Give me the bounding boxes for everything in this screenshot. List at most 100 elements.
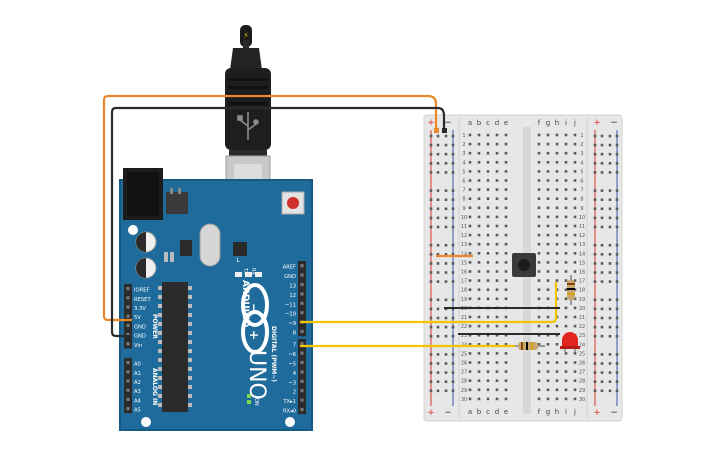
- breadboard-hole[interactable]: [504, 170, 508, 173]
- breadboard-hole[interactable]: [486, 133, 490, 137]
- rail-hole[interactable]: [444, 134, 448, 138]
- breadboard-hole[interactable]: [537, 215, 541, 219]
- rail-hole[interactable]: [600, 334, 604, 338]
- rail-hole[interactable]: [608, 271, 612, 274]
- rail-hole[interactable]: [444, 162, 448, 165]
- breadboard-hole[interactable]: [537, 288, 541, 291]
- breadboard-hole[interactable]: [537, 270, 541, 273]
- breadboard-hole[interactable]: [504, 270, 508, 273]
- breadboard-hole[interactable]: [486, 142, 490, 146]
- rail-hole[interactable]: [593, 253, 597, 256]
- wires[interactable]: [102, 94, 560, 348]
- breadboard-hole[interactable]: [477, 197, 481, 200]
- rail-hole[interactable]: [444, 171, 448, 174]
- breadboard-hole[interactable]: [546, 288, 550, 291]
- breadboard-hole[interactable]: [555, 142, 559, 146]
- breadboard-hole[interactable]: [504, 370, 508, 373]
- rail-hole[interactable]: [615, 307, 619, 311]
- rail-hole[interactable]: [593, 207, 597, 211]
- breadboard-hole[interactable]: [486, 215, 490, 219]
- rail-hole[interactable]: [593, 162, 597, 165]
- breadboard-hole[interactable]: [546, 252, 550, 255]
- breadboard-hole[interactable]: [555, 333, 559, 337]
- breadboard-hole[interactable]: [495, 352, 499, 355]
- rail-hole[interactable]: [444, 316, 448, 320]
- breadboard-hole[interactable]: [564, 206, 568, 210]
- rail-hole[interactable]: [593, 143, 597, 147]
- rail-hole[interactable]: [451, 262, 455, 265]
- breadboard-hole[interactable]: [468, 324, 472, 328]
- breadboard-hole[interactable]: [555, 370, 559, 373]
- breadboard-hole[interactable]: [546, 215, 550, 219]
- digital-high-pin[interactable]: [300, 292, 304, 296]
- rail-hole[interactable]: [429, 253, 433, 256]
- breadboard-hole[interactable]: [573, 215, 577, 219]
- breadboard-hole[interactable]: [555, 324, 559, 328]
- breadboard-hole[interactable]: [537, 333, 541, 337]
- breadboard-hole[interactable]: [468, 261, 472, 264]
- rail-hole[interactable]: [444, 143, 448, 147]
- breadboard-hole[interactable]: [486, 343, 490, 346]
- breadboard-hole[interactable]: [468, 343, 472, 346]
- rail-hole[interactable]: [600, 216, 604, 220]
- rail-hole[interactable]: [608, 152, 612, 156]
- rail-hole[interactable]: [593, 134, 597, 138]
- rail-hole[interactable]: [593, 307, 597, 311]
- breadboard-hole[interactable]: [468, 170, 472, 173]
- breadboard-hole[interactable]: [546, 224, 550, 228]
- breadboard-hole[interactable]: [477, 224, 481, 228]
- breadboard-hole[interactable]: [504, 343, 508, 346]
- breadboard-hole[interactable]: [495, 297, 499, 301]
- breadboard-hole[interactable]: [486, 370, 490, 373]
- rail-hole[interactable]: [451, 171, 455, 174]
- breadboard-hole[interactable]: [537, 206, 541, 210]
- breadboard-hole[interactable]: [564, 242, 568, 246]
- breadboard-hole[interactable]: [504, 151, 508, 155]
- rail-hole[interactable]: [600, 162, 604, 165]
- digital-low-pin[interactable]: [300, 379, 304, 383]
- breadboard-hole[interactable]: [546, 242, 550, 246]
- rail-hole[interactable]: [436, 243, 440, 247]
- rail-hole[interactable]: [444, 380, 448, 383]
- rail-hole[interactable]: [429, 316, 433, 320]
- breadboard-hole[interactable]: [573, 133, 577, 137]
- breadboard-hole[interactable]: [537, 252, 541, 255]
- rail-hole[interactable]: [615, 189, 619, 192]
- rail-hole[interactable]: [451, 243, 455, 247]
- breadboard-hole[interactable]: [546, 370, 550, 373]
- breadboard-hole[interactable]: [468, 352, 472, 355]
- breadboard-hole[interactable]: [555, 151, 559, 155]
- rail-hole[interactable]: [593, 271, 597, 274]
- breadboard-hole[interactable]: [477, 297, 481, 301]
- rail-hole[interactable]: [608, 216, 612, 220]
- power-pin[interactable]: [126, 333, 130, 337]
- rail-hole[interactable]: [436, 298, 440, 302]
- rail-hole[interactable]: [600, 325, 604, 329]
- red-led[interactable]: [560, 332, 580, 352]
- analog-pin[interactable]: [126, 397, 130, 401]
- breadboard-hole[interactable]: [468, 279, 472, 282]
- rail-hole[interactable]: [429, 389, 433, 393]
- rail-hole[interactable]: [444, 325, 448, 329]
- breadboard-hole[interactable]: [573, 242, 577, 246]
- breadboard-hole[interactable]: [468, 188, 472, 191]
- breadboard-hole[interactable]: [573, 170, 577, 173]
- rail-hole[interactable]: [444, 334, 448, 338]
- breadboard-hole[interactable]: [537, 161, 541, 164]
- breadboard-hole[interactable]: [477, 379, 481, 382]
- rail-hole[interactable]: [436, 362, 440, 365]
- breadboard-hole[interactable]: [537, 388, 541, 392]
- breadboard-hole[interactable]: [573, 297, 577, 301]
- breadboard-hole[interactable]: [537, 133, 541, 137]
- breadboard-hole[interactable]: [537, 224, 541, 228]
- breadboard-hole[interactable]: [495, 133, 499, 137]
- breadboard-hole[interactable]: [477, 170, 481, 173]
- rail-hole[interactable]: [593, 216, 597, 220]
- breadboard-hole[interactable]: [537, 142, 541, 146]
- breadboard-hole[interactable]: [477, 188, 481, 191]
- rail-hole[interactable]: [608, 189, 612, 192]
- breadboard-hole[interactable]: [546, 361, 550, 364]
- rail-hole[interactable]: [444, 189, 448, 192]
- breadboard-hole[interactable]: [573, 279, 577, 282]
